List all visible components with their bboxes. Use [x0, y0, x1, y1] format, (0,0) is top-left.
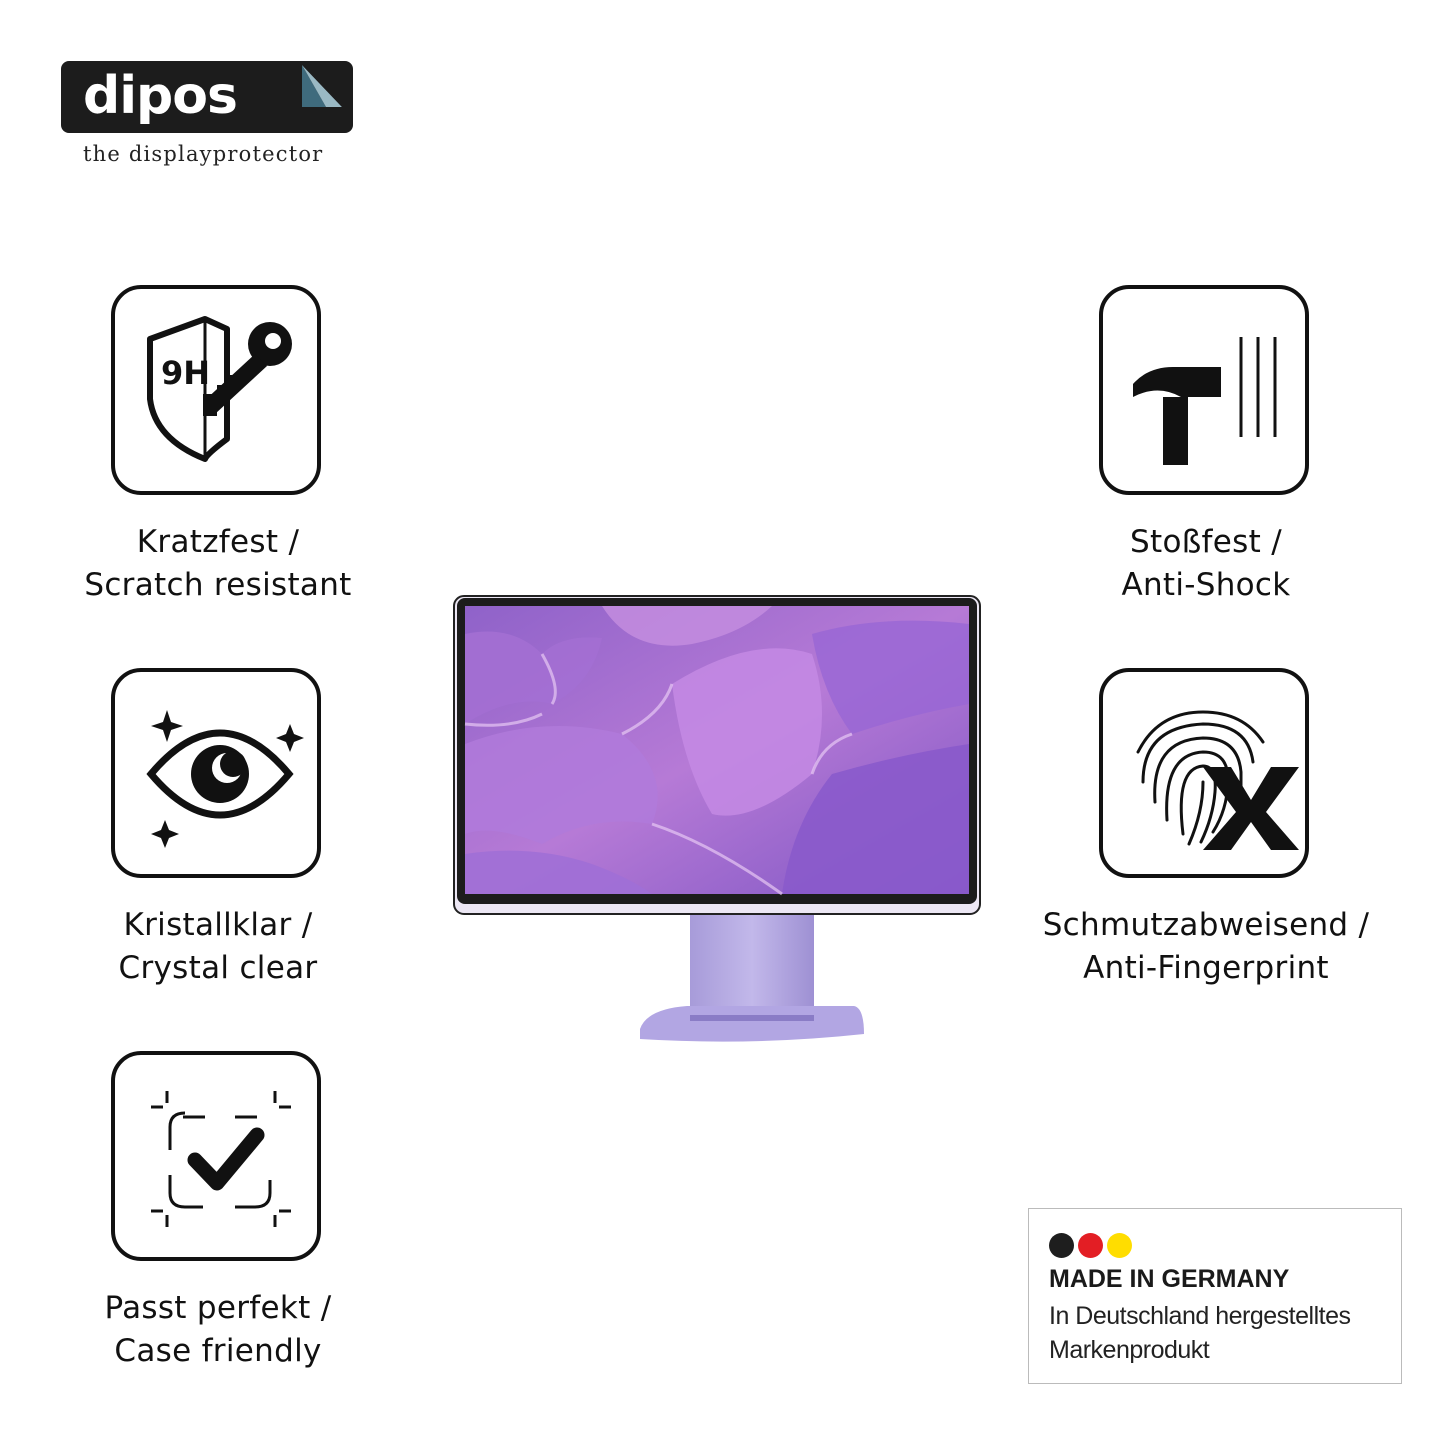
feature-tile-clear	[111, 668, 321, 878]
flag-dot-red	[1078, 1233, 1103, 1258]
feature-tile-fit	[111, 1051, 321, 1261]
brand-tagline: the displayprotector	[83, 142, 324, 166]
checkmark-frame-icon	[151, 1091, 291, 1227]
feature-tile-fingerprint	[1099, 668, 1309, 878]
feature-tile-scratch: 9H	[111, 285, 321, 495]
feature-label-clear: Kristallklar / Crystal clear	[118, 907, 318, 986]
monitor-product-image	[453, 595, 981, 1042]
made-in-germany-subtitle: In Deutschland hergestelltes Markenprodu…	[1049, 1302, 1351, 1364]
feature-label-fit: Passt perfekt / Case friendly	[104, 1290, 332, 1369]
nine-h-badge: 9H	[161, 354, 210, 392]
feature-label-scratch: Kratzfest / Scratch resistant	[84, 524, 352, 603]
feature-label-shock: Stoßfest / Anti-Shock	[1121, 524, 1291, 603]
fingerprint-x-icon	[1136, 710, 1299, 850]
logo-fold-icon	[298, 61, 353, 117]
feature-tile-shock	[1099, 285, 1309, 495]
eye-sparkle-icon	[146, 710, 304, 848]
flag-dot-black	[1049, 1233, 1074, 1258]
brand-logo-text: dipos	[83, 66, 238, 126]
hammer-glass-icon	[1133, 337, 1277, 465]
flag-dot-gold	[1107, 1233, 1132, 1258]
feature-label-fingerprint: Schmutzabweisend / Anti-Fingerprint	[1042, 907, 1370, 986]
made-in-germany-title: MADE IN GERMANY	[1049, 1265, 1290, 1293]
made-in-germany-badge: MADE IN GERMANY In Deutschland hergestel…	[1028, 1208, 1402, 1384]
shield-9h-key-icon: 9H	[147, 316, 292, 462]
